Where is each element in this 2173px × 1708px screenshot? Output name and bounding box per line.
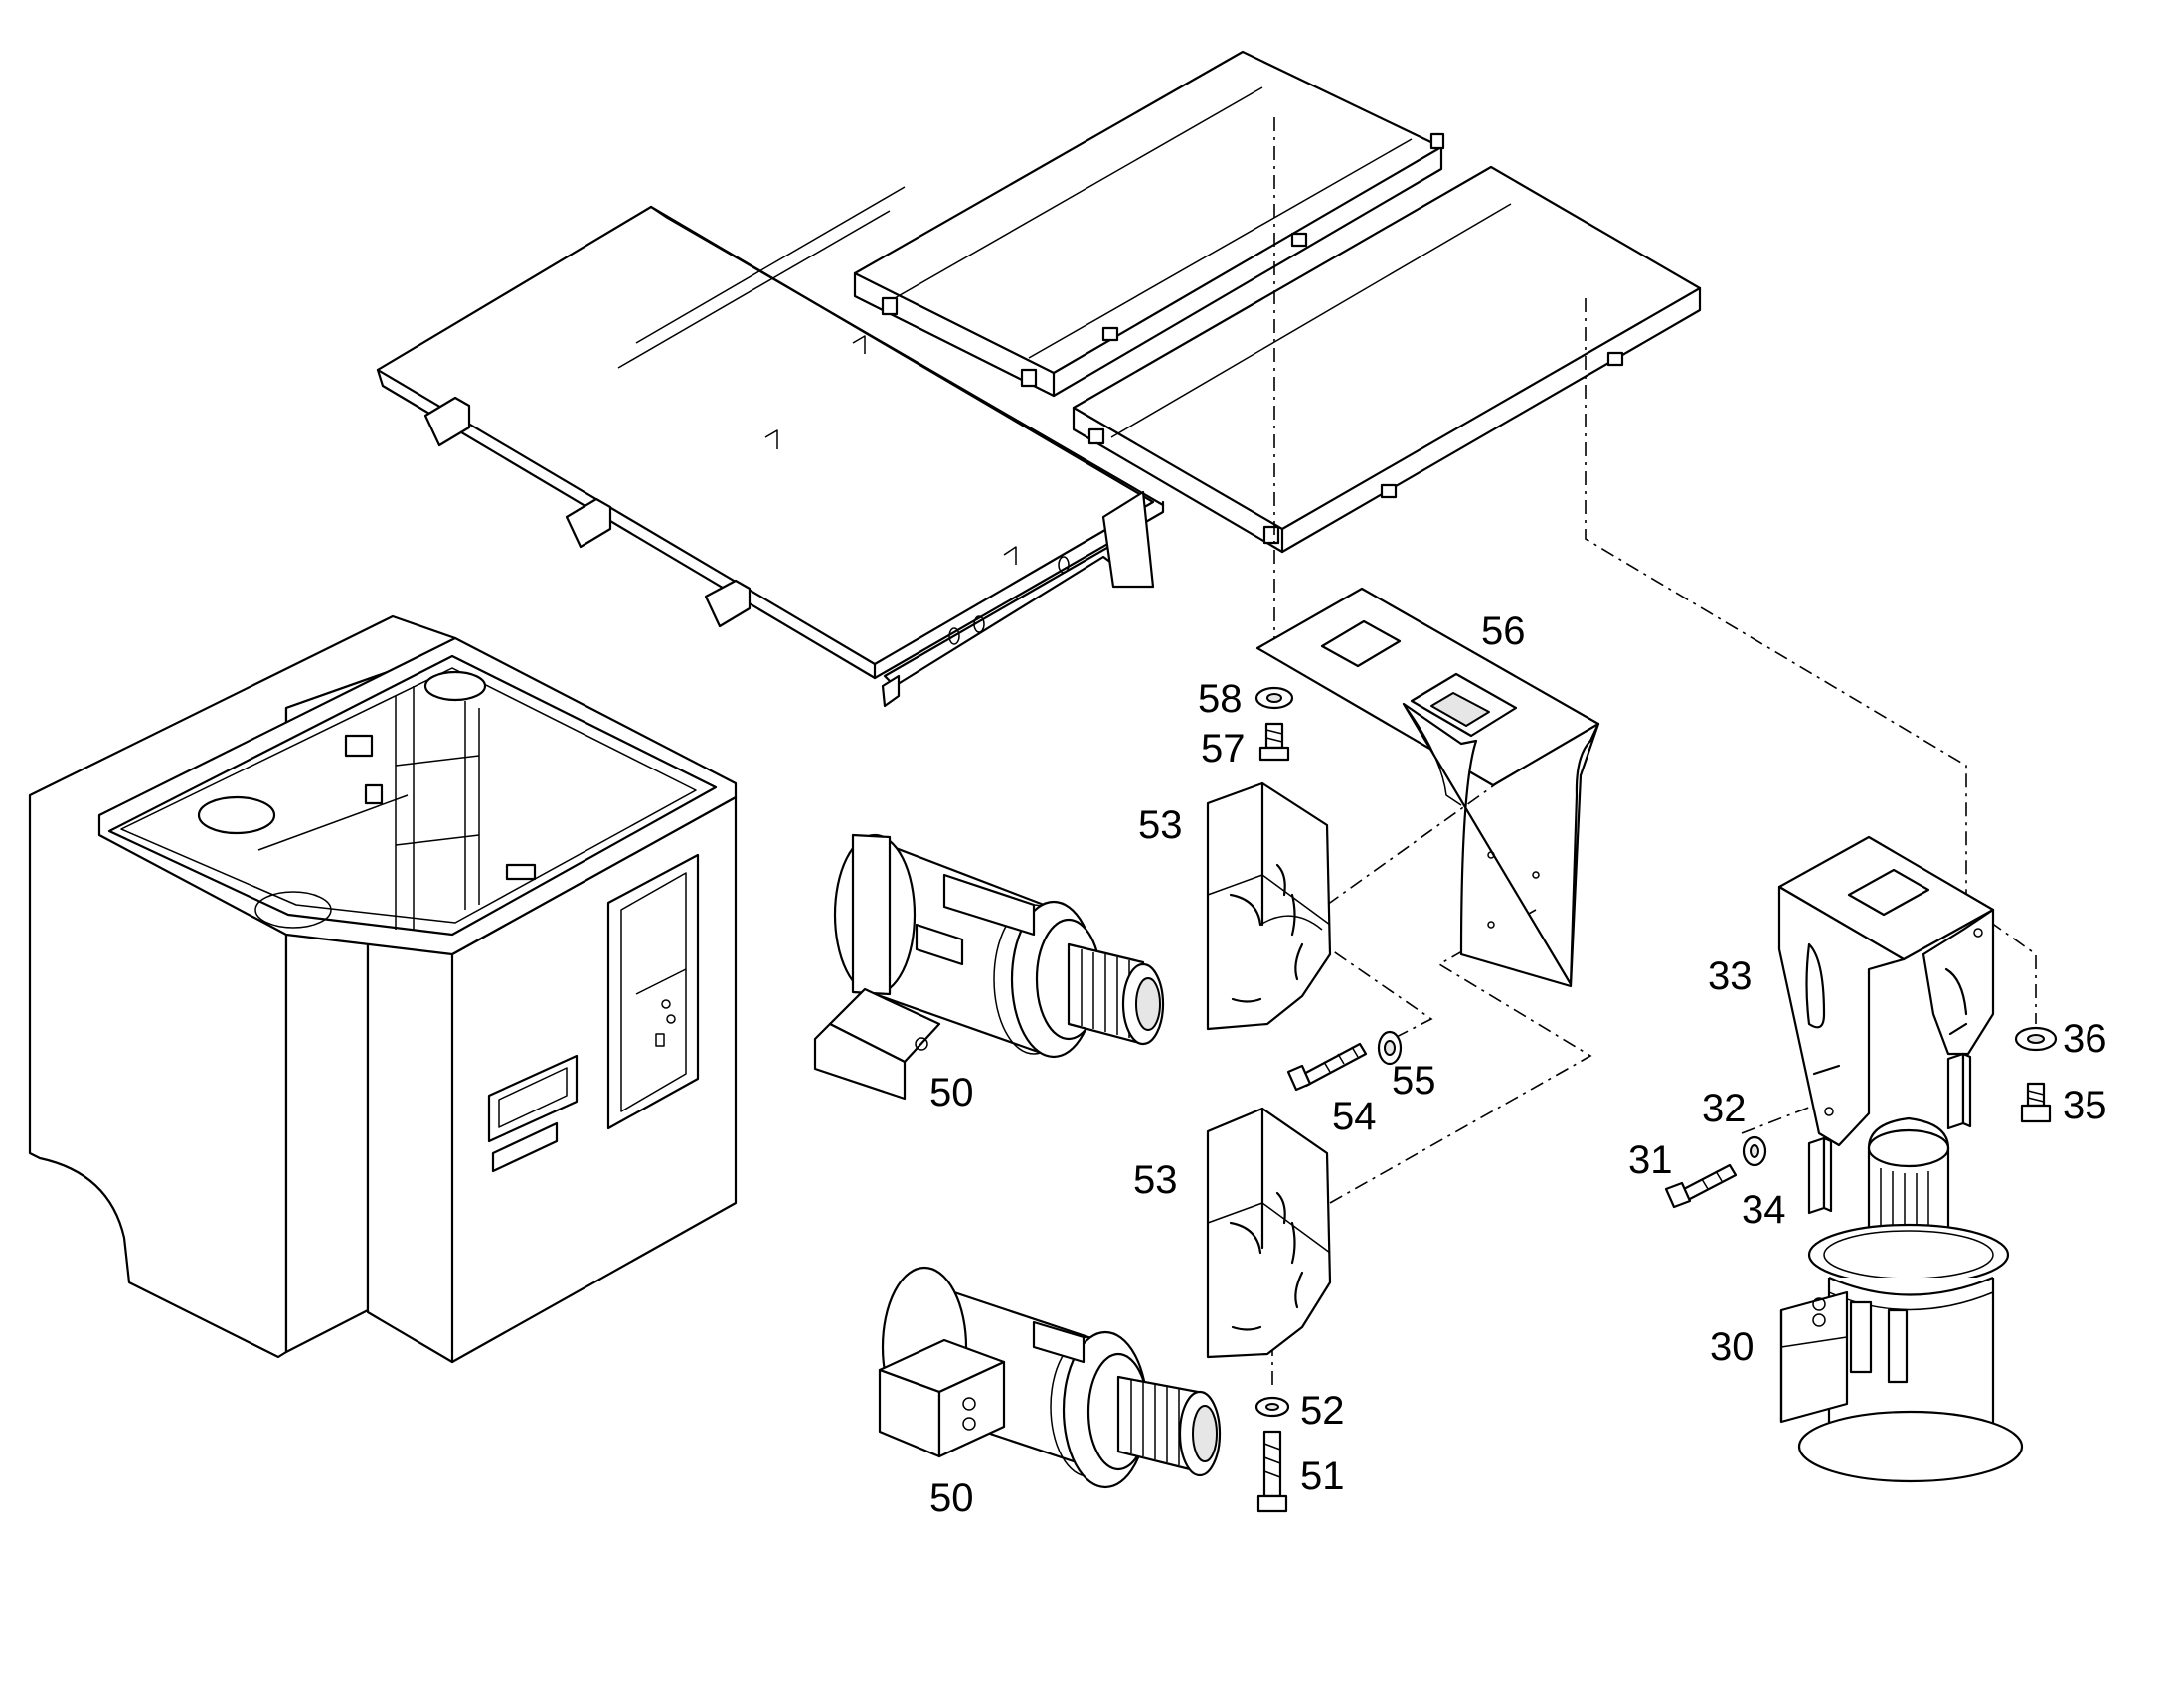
label-50-upper: 50 xyxy=(929,1071,974,1114)
washer-36 xyxy=(2014,1026,2058,1052)
bolt-31 xyxy=(1664,1163,1738,1209)
washer-58 xyxy=(1254,686,1294,710)
label-54: 54 xyxy=(1332,1095,1377,1138)
label-55: 55 xyxy=(1392,1059,1436,1103)
bolt-51 xyxy=(1256,1430,1288,1513)
upper-cover-panels xyxy=(853,50,1702,554)
label-33: 33 xyxy=(1708,954,1753,998)
bolt-35 xyxy=(2020,1082,2052,1123)
left-top-cover xyxy=(376,186,1165,708)
label-31: 31 xyxy=(1628,1138,1673,1182)
label-58: 58 xyxy=(1198,677,1243,721)
motor-bracket-33 xyxy=(1777,835,1995,1147)
bolt-57 xyxy=(1258,722,1290,762)
motor-upper xyxy=(813,833,1165,1101)
spacer-34 xyxy=(1807,1052,1972,1215)
bolt-54 xyxy=(1286,1042,1368,1092)
label-53-upper: 53 xyxy=(1138,803,1183,847)
motor-bracket-upper xyxy=(1206,781,1332,1031)
label-34: 34 xyxy=(1742,1188,1786,1232)
washer-32 xyxy=(1742,1135,1767,1167)
motor-bracket-lower xyxy=(1206,1107,1332,1359)
label-51: 51 xyxy=(1300,1454,1345,1498)
motor-vertical-30 xyxy=(1779,1116,2024,1483)
label-30: 30 xyxy=(1710,1325,1755,1369)
washer-52 xyxy=(1254,1396,1290,1418)
machine-cabinet xyxy=(28,614,738,1364)
washer-55 xyxy=(1377,1030,1403,1066)
label-35: 35 xyxy=(2063,1084,2107,1127)
motor-mount-plate xyxy=(1255,587,1600,988)
label-57: 57 xyxy=(1201,727,1246,770)
label-32: 32 xyxy=(1702,1087,1747,1130)
label-36: 36 xyxy=(2063,1017,2107,1061)
part-number-labels: 56 58 57 53 50 54 55 53 52 51 50 33 36 3… xyxy=(929,609,2107,1520)
label-53-lower: 53 xyxy=(1133,1158,1178,1202)
motor-lower xyxy=(878,1266,1222,1489)
label-50-lower: 50 xyxy=(929,1476,974,1520)
label-56: 56 xyxy=(1481,609,1526,653)
label-52: 52 xyxy=(1300,1389,1345,1433)
